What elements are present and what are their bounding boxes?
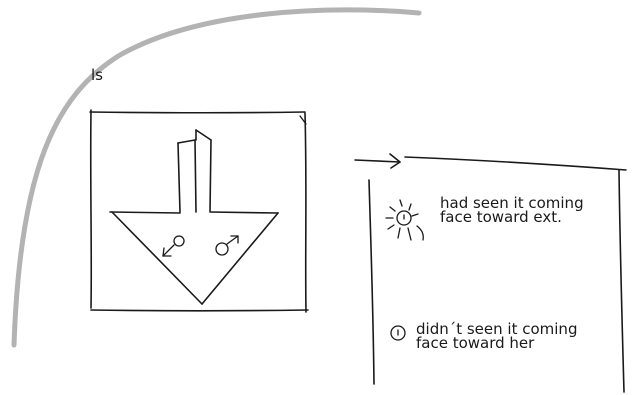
face-toward-exit-alerted-icon [386, 200, 423, 240]
male-person-icon [216, 236, 238, 255]
legend-item-unaware: didn´t seen it coming face toward her [416, 322, 577, 350]
female-person-icon [163, 236, 184, 256]
legend-text-line: face toward ext. [440, 210, 584, 224]
legend-item-alerted: had seen it coming face toward ext. [440, 196, 584, 224]
exit-diagram-frame [90, 110, 308, 312]
room-boundary-arc [14, 10, 419, 345]
legend-panel [369, 157, 626, 392]
corner-label: ls [91, 66, 103, 84]
face-toward-her-icon [391, 326, 405, 340]
legend-text-line: face toward her [416, 336, 577, 350]
down-arrow-icon [110, 130, 278, 304]
right-arrow-icon [355, 154, 400, 168]
